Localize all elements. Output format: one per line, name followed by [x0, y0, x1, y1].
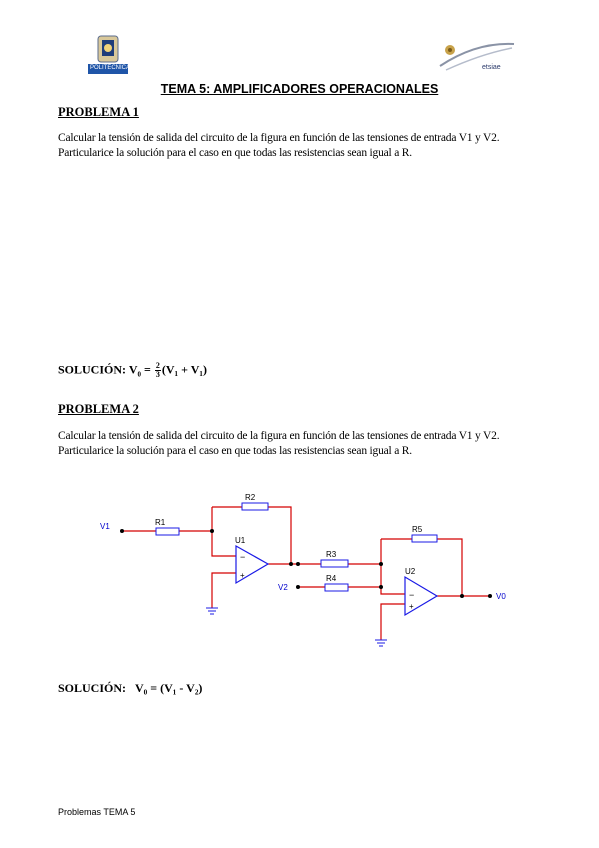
problem1-solution-rhs: (V₁ + V₁) — [161, 362, 207, 377]
problem1-statement-line2: Particularice la solución para el caso e… — [58, 147, 412, 159]
problem1-solution-lhs: V — [128, 362, 138, 377]
c2-r5-label: R5 — [412, 525, 423, 534]
page-title: TEMA 5: AMPLIFICADORES OPERACIONALES — [160, 82, 439, 96]
problem2-solution-formula: V₀ = (V₁ - V₂) — [135, 681, 203, 695]
c2-opamp2-triangle — [404, 575, 439, 617]
problem1-solution-eq: = — [143, 362, 151, 377]
c2-r3-label: R3 — [326, 550, 337, 559]
circuit-diagram-1: R1 R2 R3 R4 R5 U4 − + V1 V2 V0 — [227, 349, 330, 350]
upm-logo-text: POLITÉCNICA — [90, 65, 131, 71]
etsiae-logo: etsiae — [436, 38, 518, 78]
c2-u2-plus-sign: + — [409, 602, 414, 611]
c2-r2-resistor — [241, 502, 269, 511]
c2-v0-label: V0 — [496, 592, 506, 601]
circuit2-wires — [122, 506, 490, 640]
etsiae-logo-text: etsiae — [482, 64, 501, 71]
circuit2-resistors — [155, 502, 438, 592]
problem1-solution-label: SOLUCIÓN: — [58, 362, 127, 377]
c2-r1-resistor — [155, 527, 180, 536]
c1-r1-label: R1 — [227, 349, 238, 350]
c2-r2-label: R2 — [245, 493, 256, 502]
problem2-statement-line1: Calcular la tensión de salida del circui… — [58, 430, 500, 442]
c2-u2-minus-sign: − — [409, 590, 414, 600]
c2-r1-label: R1 — [155, 518, 166, 527]
problem1-statement-line1: Calcular la tensión de salida del circui… — [58, 132, 500, 144]
c2-opamp2-label: U2 — [405, 567, 416, 576]
problem1-heading: PROBLEMA 1 — [58, 105, 139, 119]
etsiae-swoosh-icon — [439, 42, 515, 71]
fraction-denominator: 3 — [155, 370, 160, 379]
page-footer: Problemas TEMA 5 — [58, 807, 136, 817]
c2-r5-resistor — [411, 534, 438, 543]
fraction-numerator: 2 — [154, 361, 161, 371]
problem1-solution-lhs-sub: 0 — [137, 370, 141, 379]
c2-r4-label: R4 — [326, 574, 337, 583]
problem2-solution: SOLUCIÓN: V₀ = (V₁ - V₂) — [58, 681, 202, 696]
circuit2-nodes — [120, 529, 492, 598]
c1-r2-label: R2 — [319, 349, 330, 350]
problem2-solution-label: SOLUCIÓN: — [58, 681, 127, 695]
circuit2-grounds — [206, 607, 387, 647]
upm-logo: POLITÉCNICA — [88, 34, 131, 76]
circuit-diagram-2: R1 R2 R3 R4 R5 U1 U2 − + − + V1 V2 V0 — [100, 493, 506, 647]
c2-v1-label: V1 — [100, 522, 110, 531]
c2-ground2-icon — [375, 639, 387, 647]
c2-opamp1-triangle — [235, 544, 270, 585]
problem2-statement-line2: Particularice la solución para el caso e… — [58, 445, 412, 457]
c2-u1-plus-sign: + — [240, 571, 245, 580]
c2-r4-resistor — [324, 583, 349, 592]
c2-ground1-icon — [206, 607, 218, 615]
c2-u1-minus-sign: − — [240, 552, 245, 562]
c2-r3-resistor — [320, 559, 349, 568]
c2-v2-label: V2 — [278, 583, 288, 592]
problem2-heading: PROBLEMA 2 — [58, 402, 139, 416]
upm-crest-icon — [88, 35, 128, 74]
c2-opamp1-label: U1 — [235, 536, 246, 545]
